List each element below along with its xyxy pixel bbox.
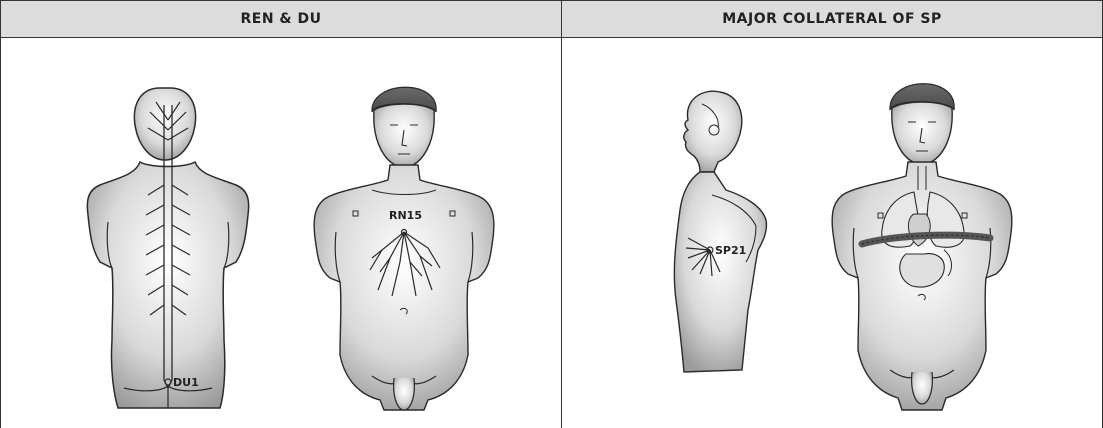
label-rn15: RN15 bbox=[389, 209, 422, 222]
back-view-figure bbox=[87, 88, 248, 408]
label-du1: DU1 bbox=[173, 376, 199, 389]
side-view-figure bbox=[674, 91, 766, 372]
front-view-figure-organs bbox=[832, 84, 1012, 410]
label-sp21: SP21 bbox=[715, 244, 746, 257]
front-view-figure-ren bbox=[314, 87, 494, 410]
